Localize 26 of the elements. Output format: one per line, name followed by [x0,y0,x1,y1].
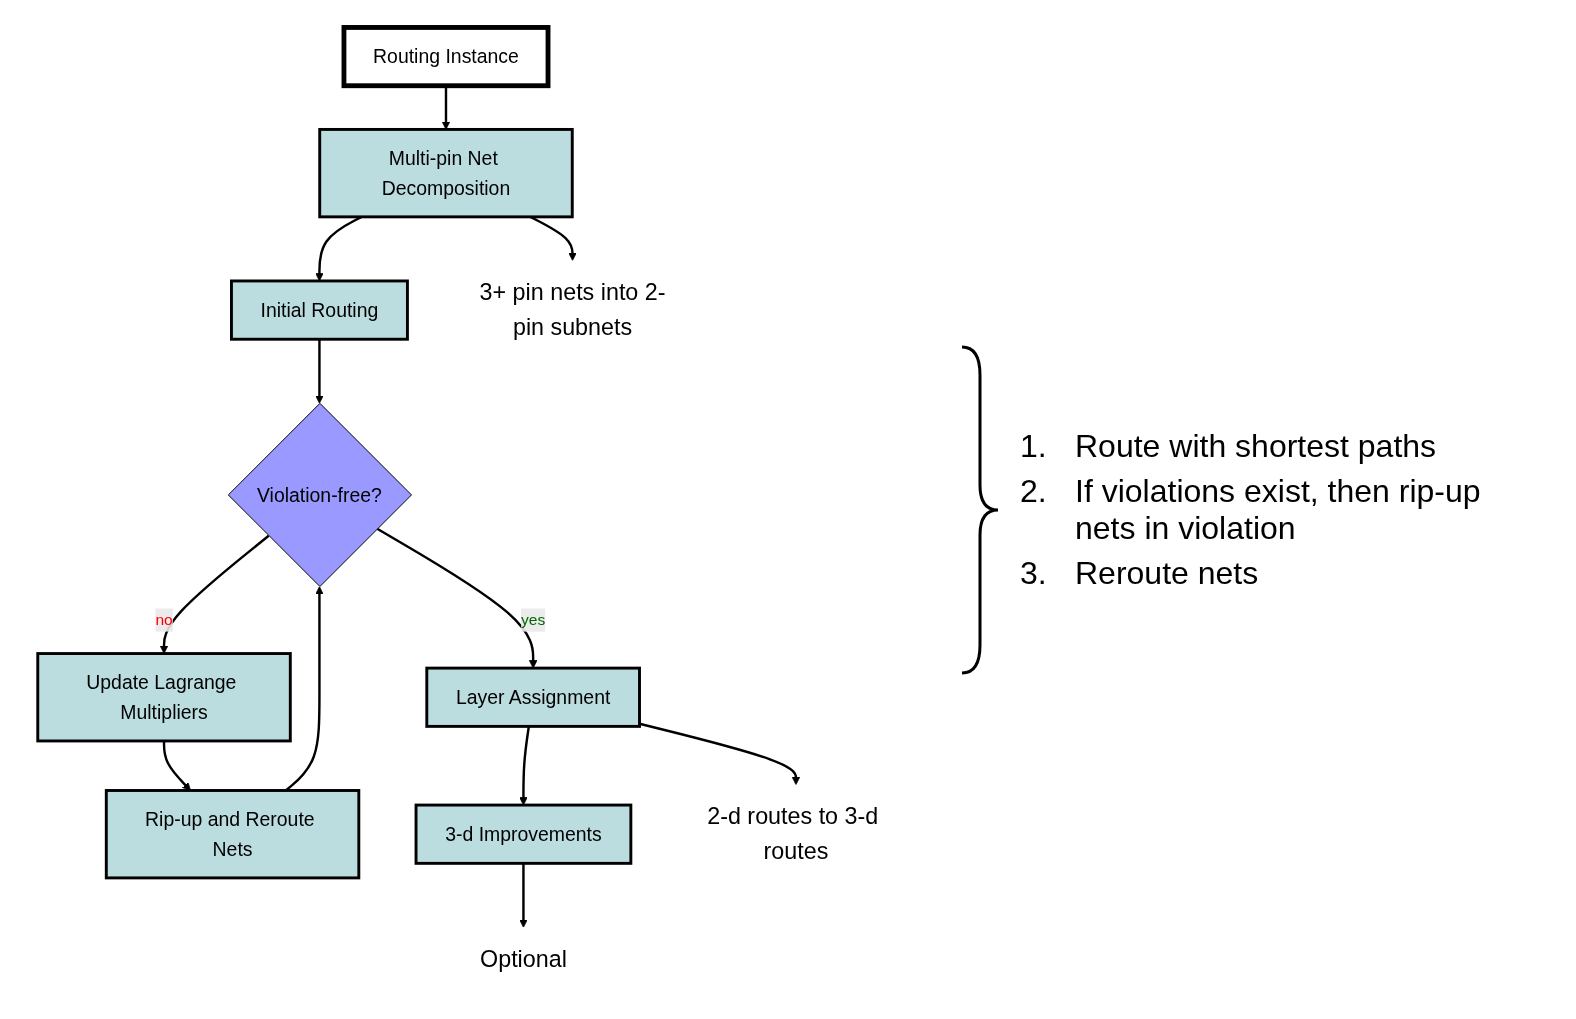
node-text: Optional [480,945,567,973]
arrow [162,740,191,791]
node-box: Rip-up and Reroute Nets [104,789,361,880]
arrow [639,722,801,786]
arrow [519,726,531,806]
node-diamond: Violation-free? [227,402,412,587]
edge-label: yes [521,611,546,628]
list-item-text: If violations exist, then rip-up nets in violation [1075,472,1482,547]
list-number: 2. [1020,472,1048,511]
node-box: Initial Routing [230,279,409,341]
node-box: Update Lagrange Multipliers [36,652,292,743]
node-text: 3+ pin nets into 2-pin subnets [479,279,666,341]
list-number: 3. [1020,554,1048,592]
edge-label: no [155,611,173,628]
list-item-text: Reroute nets [1075,554,1260,592]
node-box: Multi-pin Net Decomposition [318,128,574,219]
node-box: 3-d Improvements [414,803,633,865]
arrow [159,534,270,654]
node-box: Routing Instance [341,25,551,89]
arrow [376,527,538,669]
arrow [519,863,528,928]
arrow [315,339,324,404]
node-text: 2-d routes to 3-d routes [707,803,879,865]
node-box: Layer Assignment [425,666,641,728]
list-number: 1. [1020,427,1048,465]
list-item-text: Route with shortest paths [1075,427,1438,465]
